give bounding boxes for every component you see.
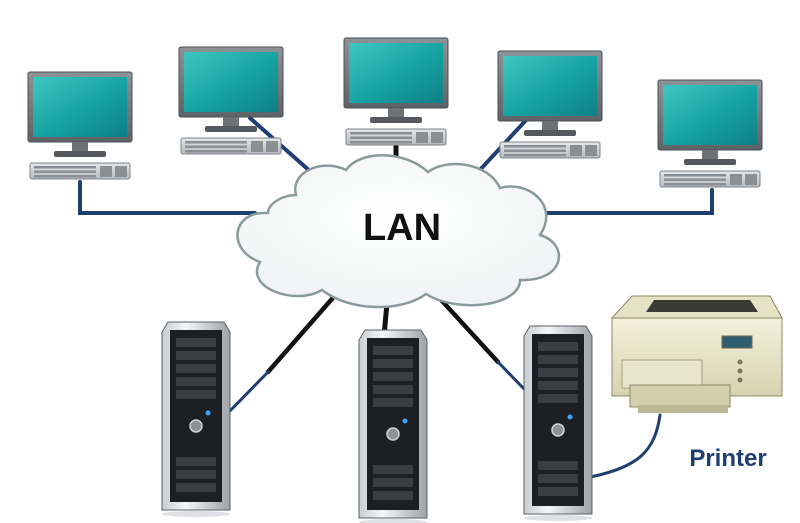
lan-label: LAN [363, 207, 441, 249]
cable-pc5 [528, 188, 714, 215]
desktop-computer-icon [27, 71, 133, 180]
printer: Printer [610, 295, 783, 472]
cable-pc1 [78, 180, 257, 215]
server-tower-icon [358, 329, 428, 523]
cable-server1-black [265, 289, 341, 375]
desktop-computer-icon [343, 37, 449, 146]
workstation-4 [497, 50, 603, 159]
workstation-2 [178, 46, 284, 155]
desktop-computer-icon [657, 79, 763, 188]
server-1 [161, 321, 231, 518]
desktop-computer-icon [178, 46, 284, 155]
printer-label: Printer [689, 445, 766, 472]
server-tower-icon [161, 321, 231, 518]
cable-printer [583, 413, 662, 480]
desktop-computer-icon [497, 50, 603, 159]
server-tower-icon [523, 325, 593, 522]
workstation-1 [27, 71, 133, 180]
workstation-5 [657, 79, 763, 188]
server-3 [523, 325, 593, 522]
server-2 [358, 329, 428, 523]
cable-server1-blue [224, 370, 270, 417]
network-cables [78, 116, 714, 480]
laser-printer-icon [610, 295, 783, 413]
workstation-3 [343, 37, 449, 146]
cable-server3-blue [496, 360, 529, 394]
network-cloud-icon: LAN [236, 154, 560, 309]
